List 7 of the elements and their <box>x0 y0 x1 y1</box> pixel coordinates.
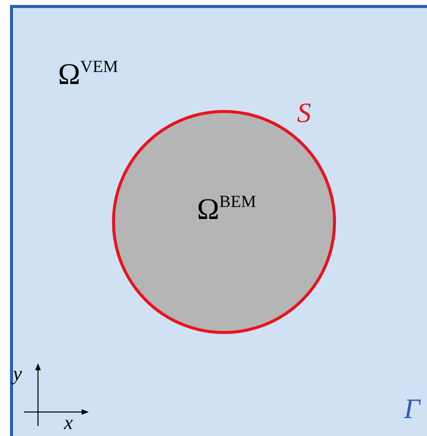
axis-label: y <box>13 364 22 384</box>
domain-square <box>10 5 427 436</box>
domain-label: Ω$^{BEM}$ <box>197 195 256 225</box>
boundary-label: Γ <box>404 396 420 424</box>
axis-label: x <box>64 413 73 433</box>
boundary-label: S <box>297 100 311 128</box>
domain-label: Ω$^{VEM}$ <box>58 60 118 90</box>
